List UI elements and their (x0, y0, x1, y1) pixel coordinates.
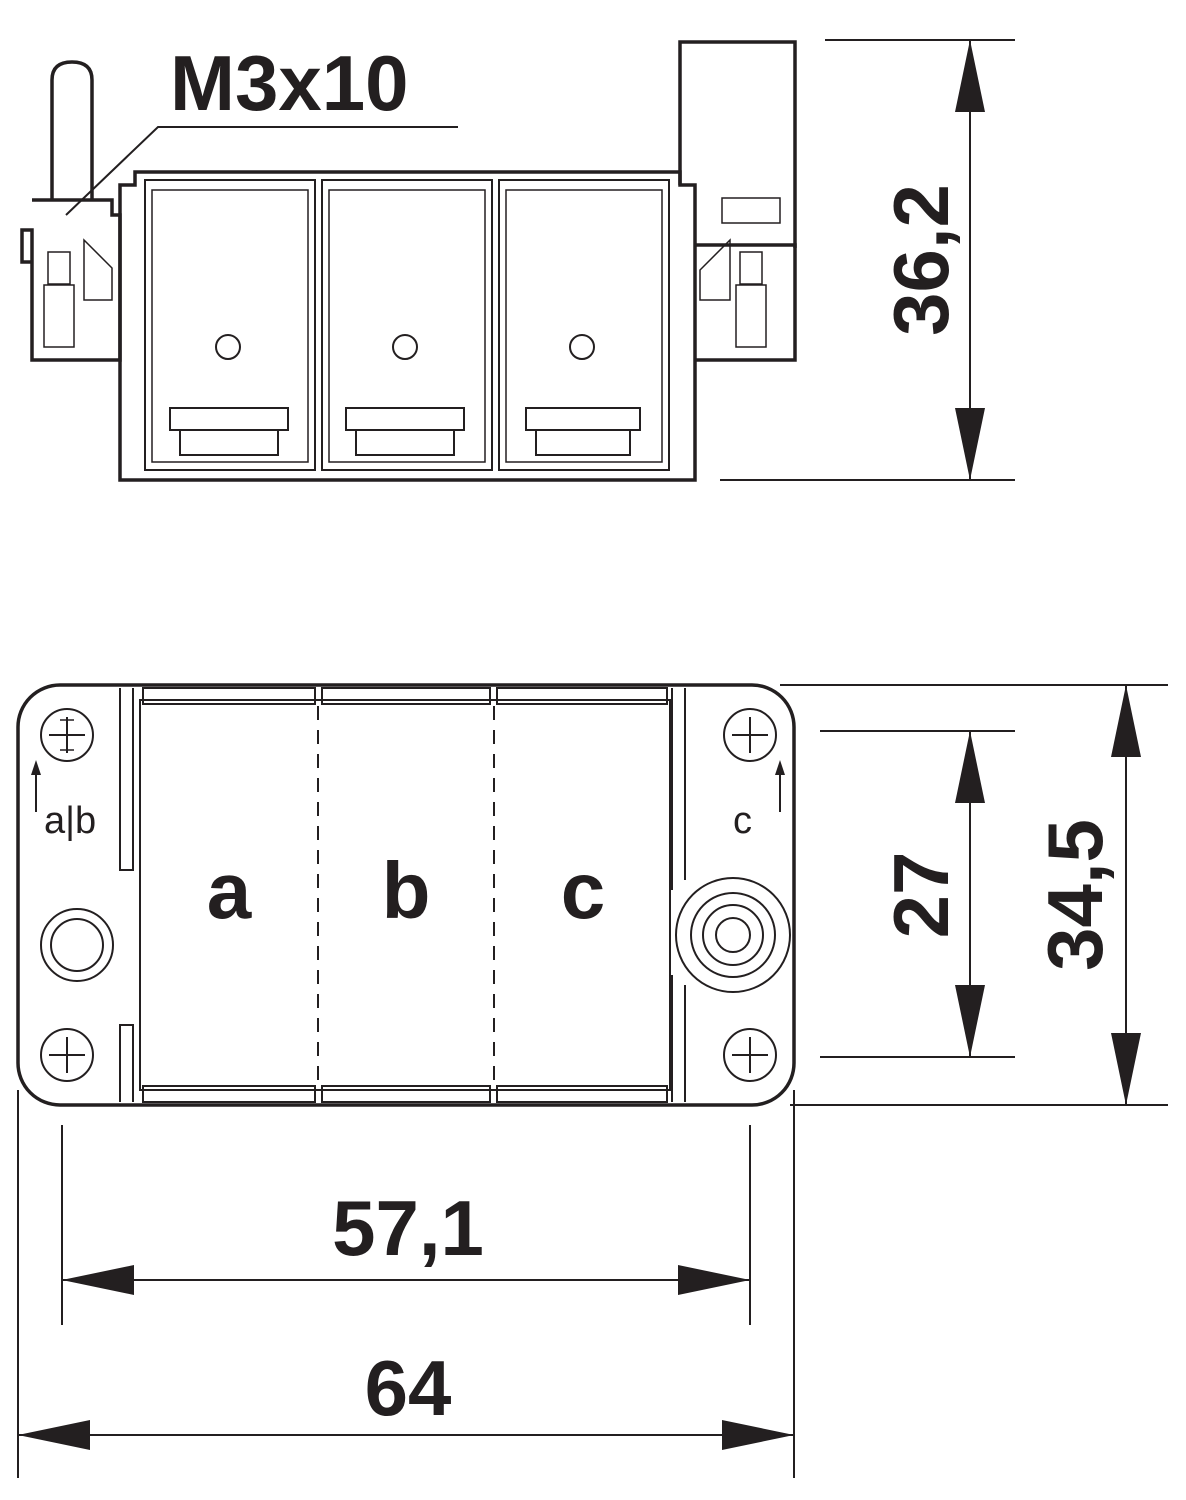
screw-top-left-icon (40, 708, 94, 762)
right-flange (695, 243, 797, 362)
screw-leader (65, 126, 458, 216)
side-right-tab (678, 40, 797, 248)
side-module-b (321, 179, 493, 471)
side-body-outline (118, 170, 697, 482)
dimension-57-1: 57,1 (61, 1125, 751, 1325)
front-view: a b c (16, 683, 1168, 1478)
left-coding-arrow-icon (31, 760, 41, 812)
dimension-27: 27 (820, 730, 1015, 1058)
ground-connector-icon (675, 877, 791, 993)
width-outer-label: 64 (365, 1344, 452, 1432)
screw-label: M3x10 (170, 39, 409, 127)
dimension-34-5: 34,5 (780, 684, 1168, 1106)
screw-bottom-right-icon (723, 1028, 777, 1082)
height-outer-label: 34,5 (1031, 819, 1119, 971)
dimension-36-2: 36,2 (720, 39, 1015, 481)
right-coding-arrow-icon (775, 760, 785, 812)
side-view: M3x10 (20, 39, 1015, 482)
module-b-label: b (382, 846, 431, 935)
height-inner-label: 27 (877, 852, 965, 939)
module-area (139, 699, 671, 1091)
screw-bottom-left-icon (40, 1028, 94, 1082)
left-hole-icon (40, 908, 114, 982)
module-a-label: a (207, 846, 252, 935)
frame-outline (16, 683, 796, 1107)
left-flange (20, 198, 122, 362)
screw-top-right-icon (723, 708, 777, 762)
module-c-label: c (561, 846, 606, 935)
screw-shaft (50, 60, 94, 200)
side-module-c (498, 179, 670, 471)
width-inner-label: 57,1 (332, 1184, 484, 1272)
height-side-label: 36,2 (877, 184, 965, 336)
left-coding-label: a|b (44, 800, 96, 842)
dimension-64: 64 (17, 1090, 795, 1478)
right-coding-label: c (733, 800, 752, 842)
side-module-a (144, 179, 316, 471)
